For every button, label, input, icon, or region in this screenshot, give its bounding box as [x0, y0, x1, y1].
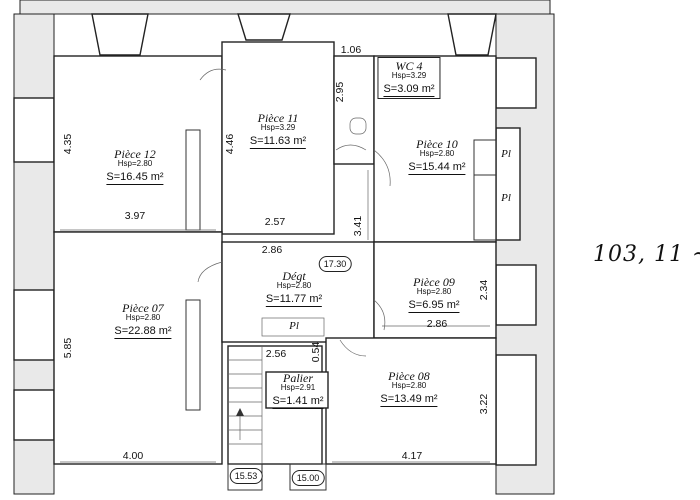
- level-box-right: [289, 463, 327, 491]
- room-hsp: Hsp=2.91: [280, 383, 316, 392]
- room-name: Pièce 09: [413, 275, 455, 289]
- palier-box: [265, 371, 329, 409]
- room-name: Pièce 08: [388, 369, 430, 383]
- dim-417: 4.17: [401, 450, 423, 462]
- room-label-piece12: Pièce 12 Hsp=2.80 S=16.45 m²: [106, 147, 164, 185]
- room-name: Pièce 10: [416, 137, 458, 151]
- level-1500: 15.00: [291, 470, 325, 486]
- room-piece12: [53, 55, 223, 233]
- room-label-piece09: Pièce 09 Hsp=2.80 S=6.95 m²: [408, 275, 460, 313]
- pi-box: [261, 317, 325, 337]
- room-surface: S=11.63 m²: [249, 135, 307, 149]
- room-piece07: [53, 231, 223, 465]
- pi-label-closet-top: Pl: [501, 148, 511, 160]
- room-name: WC 4: [395, 59, 423, 73]
- piece07-inner: [185, 299, 201, 411]
- dim-054: 0.54: [310, 341, 322, 363]
- room-label-piece08: Pièce 08 Hsp=2.80 S=13.49 m²: [380, 369, 438, 407]
- room-label-piece10: Pièce 10 Hsp=2.80 S=15.44 m²: [408, 137, 466, 175]
- room-hsp: Hsp=2.80: [125, 313, 161, 322]
- closet-right: [473, 139, 497, 241]
- pi-label-closet-bottom: Pl: [501, 192, 511, 204]
- door-piece09: [373, 299, 386, 331]
- room-surface: S=3.09 m²: [383, 83, 435, 97]
- room-name: Palier: [283, 371, 313, 385]
- level-1553: 15.53: [229, 468, 263, 484]
- door-wc: [335, 144, 367, 151]
- dim-286b: 2.86: [426, 318, 448, 330]
- room-hsp: Hsp=2.80: [419, 149, 455, 158]
- window-right-3: [495, 264, 537, 326]
- dim-400: 4.00: [122, 450, 144, 462]
- dim-341: 3.41: [352, 215, 364, 237]
- dim-106: 1.06: [340, 44, 362, 56]
- door-degt-left: [197, 261, 223, 283]
- window-right-1: [495, 57, 537, 109]
- dim-257: 2.57: [264, 216, 286, 228]
- chimney-left: [91, 13, 149, 56]
- window-left-1: [13, 97, 55, 163]
- level-1730: 17.30: [318, 256, 352, 272]
- room-label-palier: Palier Hsp=2.91 S=1.41 m²: [272, 371, 324, 409]
- room-surface: S=16.45 m²: [106, 171, 164, 185]
- room-label-piece11: Pièce 11 Hsp=3.29 S=11.63 m²: [249, 111, 307, 149]
- window-right-4: [495, 354, 537, 466]
- dim-256: 2.56: [265, 348, 287, 360]
- room-surface: S=11.77 m²: [265, 293, 323, 307]
- room-hsp: Hsp=2.80: [117, 159, 153, 168]
- room-hsp: Hsp=3.29: [260, 123, 296, 132]
- wc-bowl: [349, 117, 367, 135]
- dim-397: 3.97: [124, 210, 146, 222]
- chimney-mid: [237, 13, 291, 41]
- room-name: Pièce 12: [114, 147, 156, 161]
- room-hsp: Hsp=2.80: [391, 381, 427, 390]
- room-wc4: [333, 55, 375, 165]
- room-hsp: Hsp=2.80: [416, 287, 452, 296]
- door-piece11: [199, 68, 227, 81]
- room-surface: S=6.95 m²: [408, 299, 460, 313]
- room-label-piece07: Pièce 07 Hsp=2.80 S=22.88 m²: [114, 301, 172, 339]
- window-left-2: [13, 289, 55, 361]
- handwritten-total: 103, 11 ~: [593, 242, 700, 267]
- dim-286a: 2.86: [261, 244, 283, 256]
- door-piece08: [339, 339, 367, 357]
- stair-arrow: [236, 408, 244, 416]
- room-label-wc4: WC 4 Hsp=3.29 S=3.09 m²: [377, 57, 441, 99]
- dim-585: 5.85: [62, 337, 74, 359]
- room-name: Pièce 07: [122, 301, 164, 315]
- dim-295: 2.95: [334, 81, 346, 103]
- room-surface: S=15.44 m²: [408, 161, 466, 175]
- room-hsp: Hsp=2.80: [276, 281, 312, 290]
- room-label-degt: Dégt Hsp=2.80 S=11.77 m²: [265, 269, 323, 307]
- top-wall: [19, 0, 551, 15]
- room-name: Dégt: [282, 269, 306, 283]
- room-piece09: [373, 241, 497, 339]
- window-left-3: [13, 389, 55, 441]
- room-surface: S=22.88 m²: [114, 325, 172, 339]
- chimney-right: [447, 13, 497, 56]
- room-surface: S=1.41 m²: [272, 395, 324, 409]
- dim-446: 4.46: [224, 133, 236, 155]
- room-hsp: Hsp=3.29: [391, 71, 427, 80]
- room-piece11: [221, 41, 335, 235]
- room-piece08: [325, 337, 497, 465]
- dim-234: 2.34: [478, 279, 490, 301]
- stair-steps: [228, 346, 263, 464]
- dim-435: 4.35: [62, 133, 74, 155]
- room-name: Pièce 11: [257, 111, 299, 125]
- pi-label-degt: Pl: [289, 320, 299, 332]
- room-surface: S=13.49 m²: [380, 393, 438, 407]
- dim-322: 3.22: [478, 393, 490, 415]
- window-right-2: [495, 127, 521, 241]
- door-piece10: [373, 149, 391, 187]
